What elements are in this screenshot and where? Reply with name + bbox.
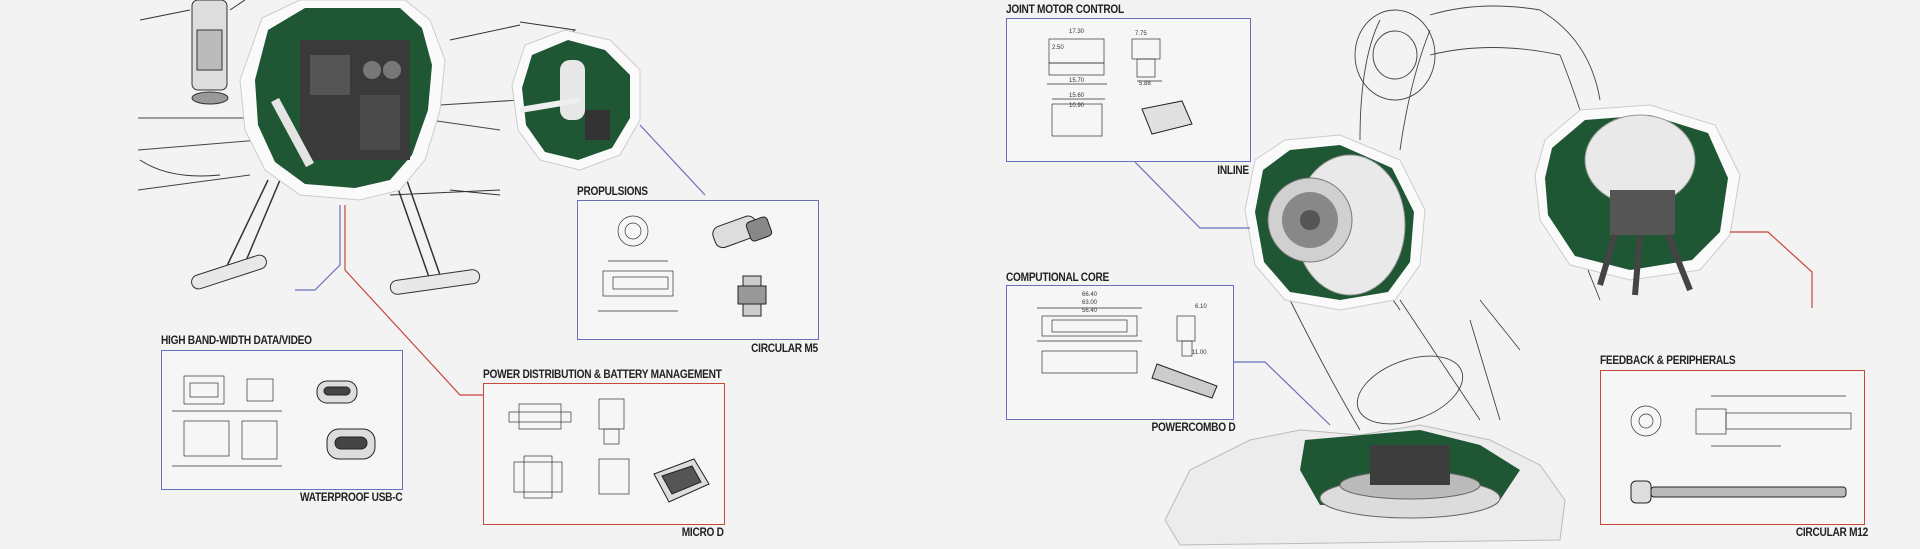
hbw-subtitle: WATERPROOF USB-C — [299, 492, 403, 504]
robot-base-cutout — [1164, 424, 1566, 546]
hbw-title: HIGH BAND-WIDTH DATA/VIDEO — [161, 335, 312, 347]
prop-subtitle: CIRCULAR M5 — [751, 343, 818, 355]
jmc-subtitle: INLINE — [1217, 165, 1249, 177]
jmc-dim-e: 5.88 — [1139, 81, 1151, 87]
power-subtitle: MICRO D — [681, 527, 724, 539]
propulsion-cutout — [511, 29, 641, 171]
jmc-dim-g: 10.90 — [1069, 103, 1085, 109]
core-title: COMPUTIONAL CORE — [1006, 272, 1109, 284]
jmc-dim-d: 15.70 — [1069, 78, 1085, 84]
core-subtitle: POWERCOMBO D — [1151, 422, 1235, 434]
feed-panel — [1600, 370, 1865, 525]
robot-joint-cutout — [1244, 134, 1426, 311]
hbw-panel — [161, 350, 403, 490]
connector-drawing — [1630, 395, 1852, 504]
jmc-dim-a: 17.30 — [1069, 29, 1085, 35]
connector-drawing: 66.40 63.00 56.40 6.10 11.00 — [1037, 292, 1218, 399]
feed-subtitle: CIRCULAR M12 — [1795, 527, 1868, 539]
connector-drawing — [598, 215, 773, 317]
jmc-dim-b: 2.50 — [1052, 45, 1064, 51]
robot-gripper-cutout — [1534, 104, 1741, 296]
power-title: POWER DISTRIBUTION & BATTERY MANAGEMENT — [483, 369, 722, 381]
core-dim-a: 66.40 — [1082, 292, 1098, 298]
power-panel — [483, 383, 725, 525]
connector-drawing — [508, 398, 710, 503]
core-dim-b: 63.00 — [1082, 300, 1098, 306]
feed-title: FEEDBACK & PERIPHERALS — [1600, 355, 1736, 367]
core-dim-e: 11.00 — [1192, 350, 1207, 356]
jmc-dim-f: 15.60 — [1069, 93, 1085, 99]
core-panel: 66.40 63.00 56.40 6.10 11.00 — [1006, 285, 1234, 420]
core-dim-d: 6.10 — [1195, 304, 1207, 310]
jmc-panel: 17.30 2.50 7.75 15.70 5.88 15.60 10.90 — [1006, 18, 1251, 162]
drone-illustration — [137, 0, 577, 295]
connector-drawing: 17.30 2.50 7.75 15.70 5.88 15.60 10.90 — [1047, 29, 1193, 137]
connector-drawing — [172, 375, 376, 467]
prop-panel — [577, 200, 819, 340]
prop-title: PROPULSIONS — [577, 186, 648, 198]
jmc-title: JOINT MOTOR CONTROL — [1006, 4, 1124, 16]
jmc-dim-c: 7.75 — [1135, 31, 1147, 37]
drone-body-cutout — [239, 0, 446, 201]
core-dim-c: 56.40 — [1082, 308, 1098, 314]
